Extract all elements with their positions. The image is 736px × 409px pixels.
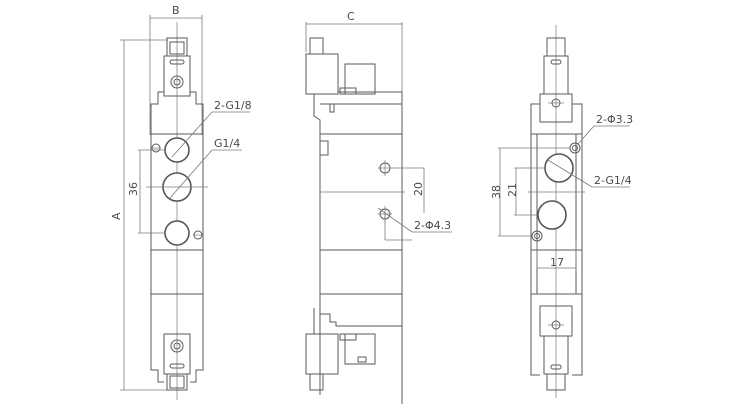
- dim-21-label: 21: [506, 183, 519, 197]
- dim-20-label: 20: [412, 182, 425, 196]
- front-view: B A 36 2-G1/: [110, 4, 252, 400]
- dim-38-label: 38: [490, 185, 503, 199]
- callout-2-phi43: 2-Φ4.3: [414, 219, 451, 232]
- callout-2-phi33: 2-Φ3.3: [596, 113, 633, 126]
- dim-c-label: C: [347, 10, 355, 23]
- callout-2-g18: 2-G1/8: [214, 99, 252, 112]
- dim-17-label: 17: [550, 256, 564, 269]
- side-view: C 20 2-Φ4.3: [305, 10, 452, 404]
- bottom-view: 38 21 17 2-Φ3.3 2-G1/4: [490, 25, 633, 398]
- dim-b-label: B: [172, 4, 180, 17]
- dim-a-label: A: [110, 212, 123, 220]
- callout-g14: G1/4: [214, 137, 240, 150]
- callout-2-g14: 2-G1/4: [594, 174, 632, 187]
- dim-36-label: 36: [127, 182, 140, 196]
